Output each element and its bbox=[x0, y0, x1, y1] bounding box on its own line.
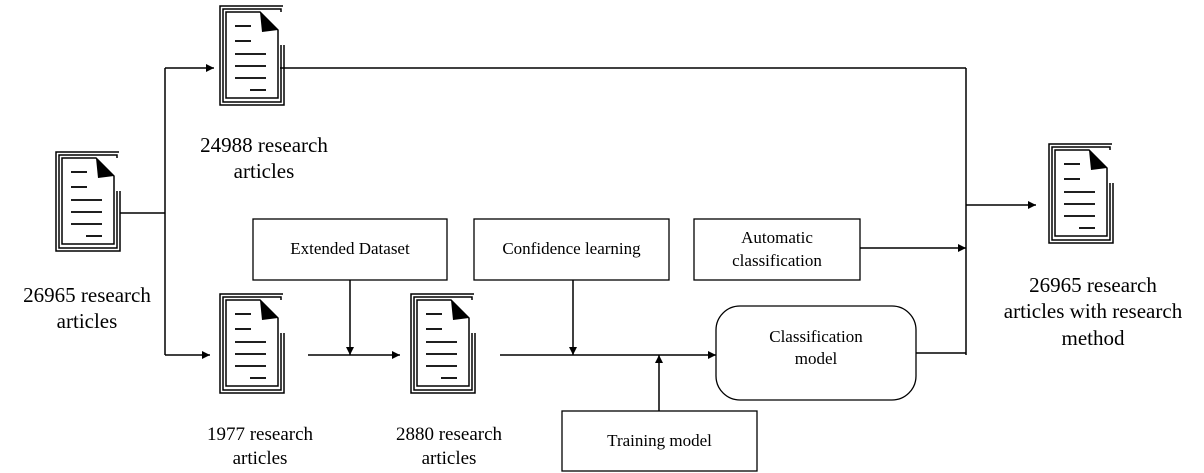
document-stack-icon bbox=[219, 5, 285, 106]
extended-dataset-box bbox=[252, 218, 448, 281]
doc-1977-label: 1977 research articles bbox=[206, 424, 314, 469]
automatic-classification-label: Automatic classification bbox=[732, 228, 822, 270]
automatic-classification-box bbox=[693, 218, 861, 281]
training-model-label: Training model bbox=[607, 430, 712, 450]
doc-result-label: 26965 research articles with research me… bbox=[1003, 273, 1183, 350]
document-stack-icon bbox=[1048, 143, 1114, 244]
document-stack-icon bbox=[219, 293, 285, 394]
doc-source-label: 26965 research articles bbox=[23, 283, 151, 334]
confidence-learning-label: Confidence learning bbox=[502, 239, 641, 259]
document-stack-icon bbox=[410, 293, 476, 394]
training-model-box bbox=[561, 410, 758, 472]
classification-model-label: Classification model bbox=[769, 327, 863, 369]
extended-dataset-label: Extended Dataset bbox=[290, 239, 410, 259]
confidence-learning-box bbox=[473, 218, 670, 281]
classification-model-box bbox=[715, 305, 917, 401]
connectors bbox=[120, 64, 1036, 411]
doc-top-label: 24988 research articles bbox=[200, 133, 328, 184]
document-stack-icon bbox=[55, 151, 121, 252]
process-boxes bbox=[252, 218, 917, 472]
doc-2880-label: 2880 research articles bbox=[395, 424, 503, 469]
